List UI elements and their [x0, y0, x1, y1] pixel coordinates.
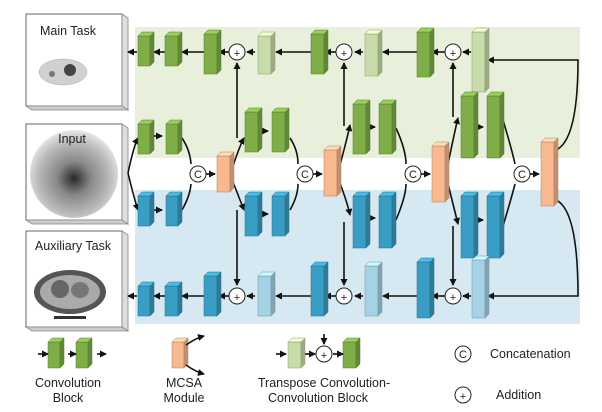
conv-block-aux-encoder — [460, 191, 479, 259]
addition-node-main: + — [444, 43, 462, 61]
conv-block-aux-encoder — [271, 191, 290, 237]
legend-mcsa-block — [171, 337, 189, 369]
svg-text:+: + — [341, 292, 347, 304]
main-task-image — [38, 58, 88, 86]
conv-block-main-decoder — [416, 27, 435, 78]
legend-concat-symbol: C — [454, 345, 472, 363]
conv-block-aux-encoder — [137, 191, 155, 227]
mcsa-module — [431, 141, 450, 203]
conv-block-main-decoder — [137, 31, 155, 67]
input-panel — [24, 123, 130, 225]
conv-block-aux-decoder — [164, 281, 183, 317]
tconv-block-aux — [257, 271, 276, 317]
svg-text:C: C — [459, 349, 467, 361]
conv-block-aux-encoder — [378, 191, 397, 249]
legend-addition-symbol: + — [454, 386, 472, 404]
svg-text:C: C — [301, 169, 309, 181]
legend-conv-block-1 — [47, 337, 65, 369]
conv-block-main-encoder — [378, 99, 397, 155]
main-task-label: Main Task — [40, 24, 97, 38]
input-image — [30, 130, 118, 218]
conv-block-aux-encoder — [244, 191, 263, 237]
conv-block-aux-encoder — [165, 191, 183, 227]
auxiliary-task-image — [34, 270, 106, 319]
concat-node: C — [189, 165, 207, 183]
conv-block-aux-decoder — [203, 271, 222, 317]
legend-mcsa-line2: Module — [164, 391, 205, 405]
addition-node-main: + — [228, 43, 246, 61]
addition-node-aux: + — [444, 287, 462, 305]
tconv-block-aux — [364, 261, 383, 317]
legend-addition-label: Addition — [496, 388, 541, 402]
mcsa-module — [540, 137, 559, 207]
nodes: + + + + + + C C C C + C + — [189, 43, 531, 404]
svg-text:+: + — [234, 292, 240, 304]
concat-node: C — [404, 165, 422, 183]
conv-block-aux-encoder — [352, 191, 371, 249]
svg-text:+: + — [460, 391, 466, 403]
tconv-block-main — [471, 27, 490, 93]
conv-block-aux-decoder — [310, 261, 329, 317]
svg-text:C: C — [194, 169, 202, 181]
legend-conv-line1: Convolution — [35, 376, 101, 390]
addition-node-main: + — [335, 43, 353, 61]
tconv-block-main — [257, 31, 276, 75]
legend-tconv-line2: Convolution Block — [268, 391, 369, 405]
blocks — [47, 27, 559, 369]
conv-block-main-decoder — [310, 29, 329, 75]
conv-block-main-decoder — [164, 31, 183, 67]
conv-block-main-encoder — [137, 119, 155, 155]
auxiliary-task-panel — [24, 230, 130, 332]
svg-text:+: + — [234, 48, 240, 60]
conv-block-main-encoder — [271, 107, 290, 153]
legend-mcsa-line1: MCSA — [166, 376, 203, 390]
svg-text:+: + — [321, 350, 327, 362]
conv-block-main-encoder — [486, 91, 505, 159]
svg-text:+: + — [450, 48, 456, 60]
conv-block-main-encoder — [165, 119, 183, 155]
addition-node-aux: + — [228, 287, 246, 305]
svg-text:+: + — [341, 48, 347, 60]
mcsa-module — [216, 151, 235, 193]
tconv-block-aux — [471, 255, 490, 319]
concat-node: C — [513, 165, 531, 183]
legend-tconv-line1: Transpose Convolution- — [258, 376, 390, 390]
legend-concatenation-label: Concatenation — [490, 347, 571, 361]
legend-mcsa-module — [185, 334, 205, 376]
conv-block-aux-decoder — [416, 257, 435, 319]
tconv-block-main — [364, 29, 383, 77]
conv-block-main-encoder — [244, 107, 263, 153]
legend-conv-after-add-block — [342, 337, 361, 369]
legend-conv-block-2 — [75, 337, 93, 369]
main-task-panel — [24, 13, 130, 111]
legend-conv-line2: Block — [53, 391, 84, 405]
conv-block-main-encoder — [352, 99, 371, 155]
legend: Convolution Block MCSA Module Transpose … — [35, 334, 571, 405]
legend-tconv-block — [287, 337, 306, 369]
svg-text:C: C — [409, 169, 417, 181]
addition-node-aux: + — [335, 287, 353, 305]
conv-block-aux-decoder — [137, 281, 155, 317]
conv-block-main-decoder — [203, 29, 222, 75]
legend-addition-node-tconv: + — [315, 345, 333, 363]
mcsa-module — [323, 145, 342, 197]
input-label: Input — [58, 132, 86, 146]
concat-node: C — [296, 165, 314, 183]
conv-block-aux-encoder — [486, 191, 505, 259]
legend-transpose-conv-block — [276, 334, 344, 358]
svg-text:+: + — [450, 292, 456, 304]
svg-text:C: C — [518, 169, 526, 181]
conv-block-main-encoder — [460, 91, 479, 159]
auxiliary-task-label: Auxiliary Task — [35, 239, 112, 253]
